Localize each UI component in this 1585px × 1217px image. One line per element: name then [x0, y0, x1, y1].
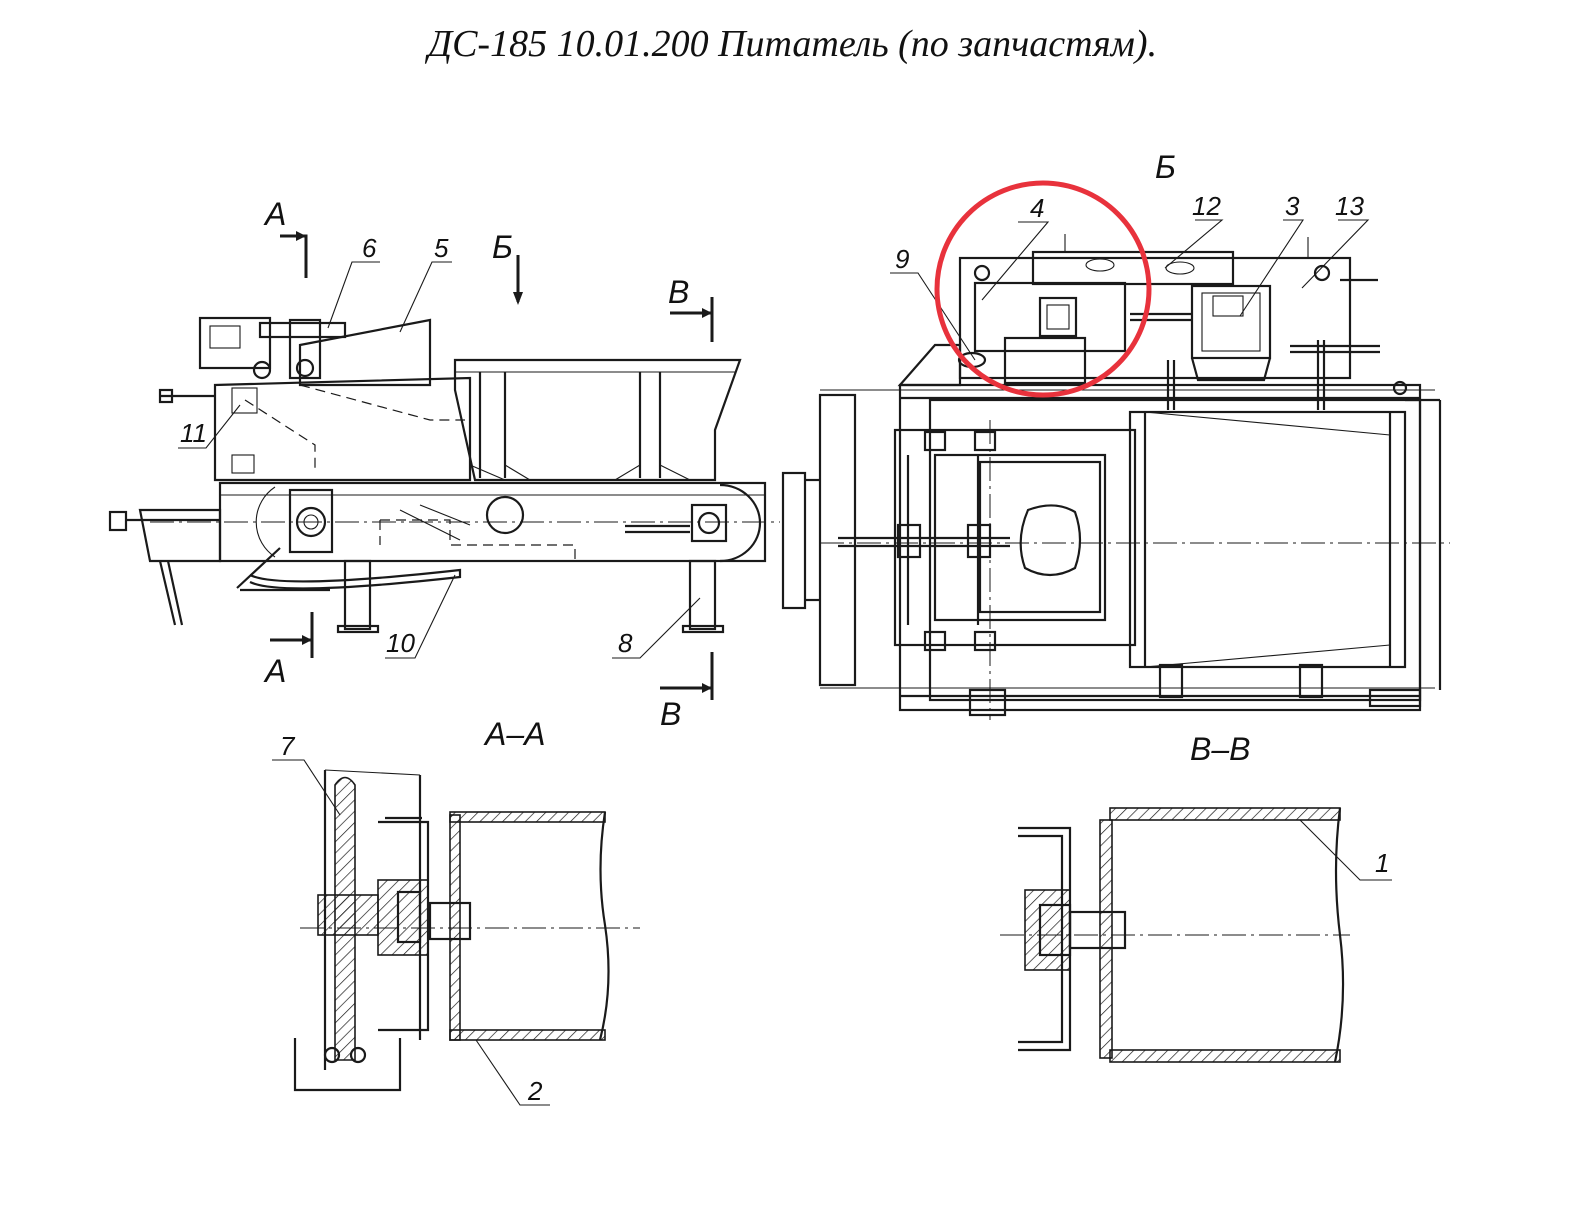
section-mark-a-top: А [263, 196, 286, 232]
callout-11: 11 [180, 418, 207, 448]
section-marks-left: А А Б В В [263, 196, 714, 732]
plan-view [781, 234, 1450, 720]
callout-9: 9 [895, 244, 909, 274]
callout-10: 10 [386, 628, 415, 658]
section-mark-a-bottom: А [263, 653, 286, 689]
callout-4: 4 [1030, 193, 1044, 223]
callouts-left: 6 5 11 10 8 [178, 233, 701, 659]
callouts-right: Б 4 9 12 3 13 [890, 149, 1370, 361]
callout-6: 6 [362, 233, 377, 263]
page-title: ДС-185 10.01.200 Питатель (по запчастям)… [427, 23, 1158, 65]
callout-13: 13 [1335, 191, 1364, 221]
section-vv: В–В 1 [1000, 731, 1392, 1063]
callout-5: 5 [434, 233, 449, 263]
callout-8: 8 [618, 628, 633, 658]
section-mark-v-top: В [668, 274, 689, 310]
callout-12: 12 [1192, 191, 1221, 221]
side-view [108, 316, 780, 634]
section-title-vv: В–В [1190, 731, 1250, 767]
callout-3: 3 [1285, 191, 1300, 221]
callout-1: 1 [1375, 848, 1389, 878]
section-aa: А–А 7 2 [272, 716, 640, 1106]
section-mark-b-left: Б [492, 229, 513, 265]
callout-7: 7 [280, 731, 296, 761]
section-mark-b-right: Б [1155, 149, 1176, 185]
section-title-aa: А–А [483, 716, 545, 752]
callout-2: 2 [527, 1076, 543, 1106]
section-mark-v-bottom: В [660, 696, 681, 732]
highlight-circle [934, 180, 1152, 398]
